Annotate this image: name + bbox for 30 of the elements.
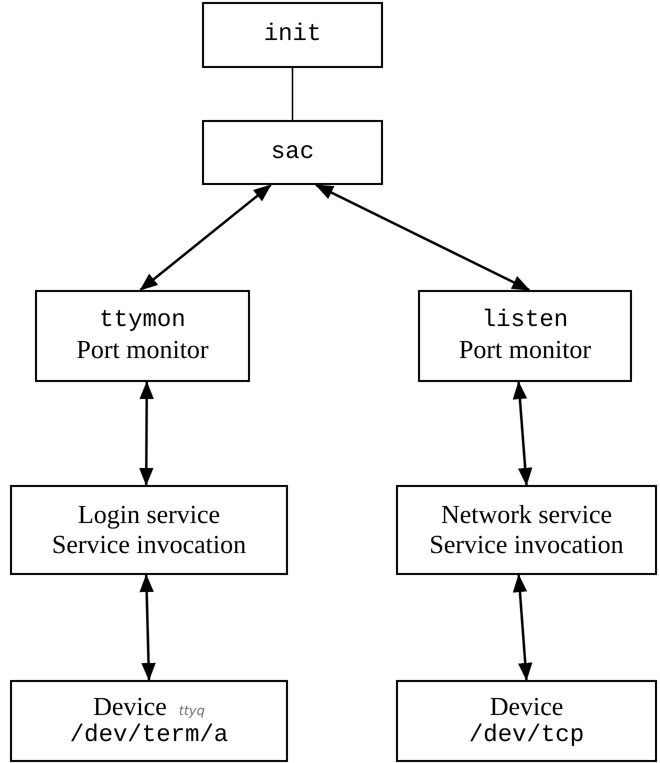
process-box xyxy=(35,290,250,382)
box-text: Service invocation xyxy=(429,530,624,560)
double-arrow xyxy=(315,184,530,292)
box-text: Port monitor xyxy=(458,334,592,365)
process-box xyxy=(10,680,288,762)
process-box xyxy=(202,120,383,185)
box-text: ttymon xyxy=(99,307,186,335)
connector-line xyxy=(292,68,294,120)
box-text: Device xyxy=(93,692,167,722)
box-text: Network service xyxy=(440,500,612,530)
box-text: Service invocation xyxy=(52,530,246,560)
process-box xyxy=(396,485,657,575)
process-box xyxy=(396,680,657,762)
handwritten-note: ttyq xyxy=(178,705,205,720)
double-arrow xyxy=(139,381,154,486)
process-box xyxy=(202,2,383,68)
box-text: listen xyxy=(482,307,568,335)
box-text: Login service xyxy=(78,500,220,530)
box-text: /dev/term/a xyxy=(70,722,228,750)
box-text: /dev/tcp xyxy=(468,722,584,750)
double-arrow xyxy=(512,574,532,681)
box-text: sac xyxy=(270,138,314,166)
box-text: Port monitor xyxy=(76,334,209,365)
double-arrow xyxy=(140,184,272,291)
double-arrow xyxy=(139,574,156,681)
process-box xyxy=(10,485,288,575)
double-arrow xyxy=(512,381,532,486)
box-text: Device xyxy=(490,692,564,722)
box-text: init xyxy=(264,21,322,49)
process-box xyxy=(418,290,632,382)
